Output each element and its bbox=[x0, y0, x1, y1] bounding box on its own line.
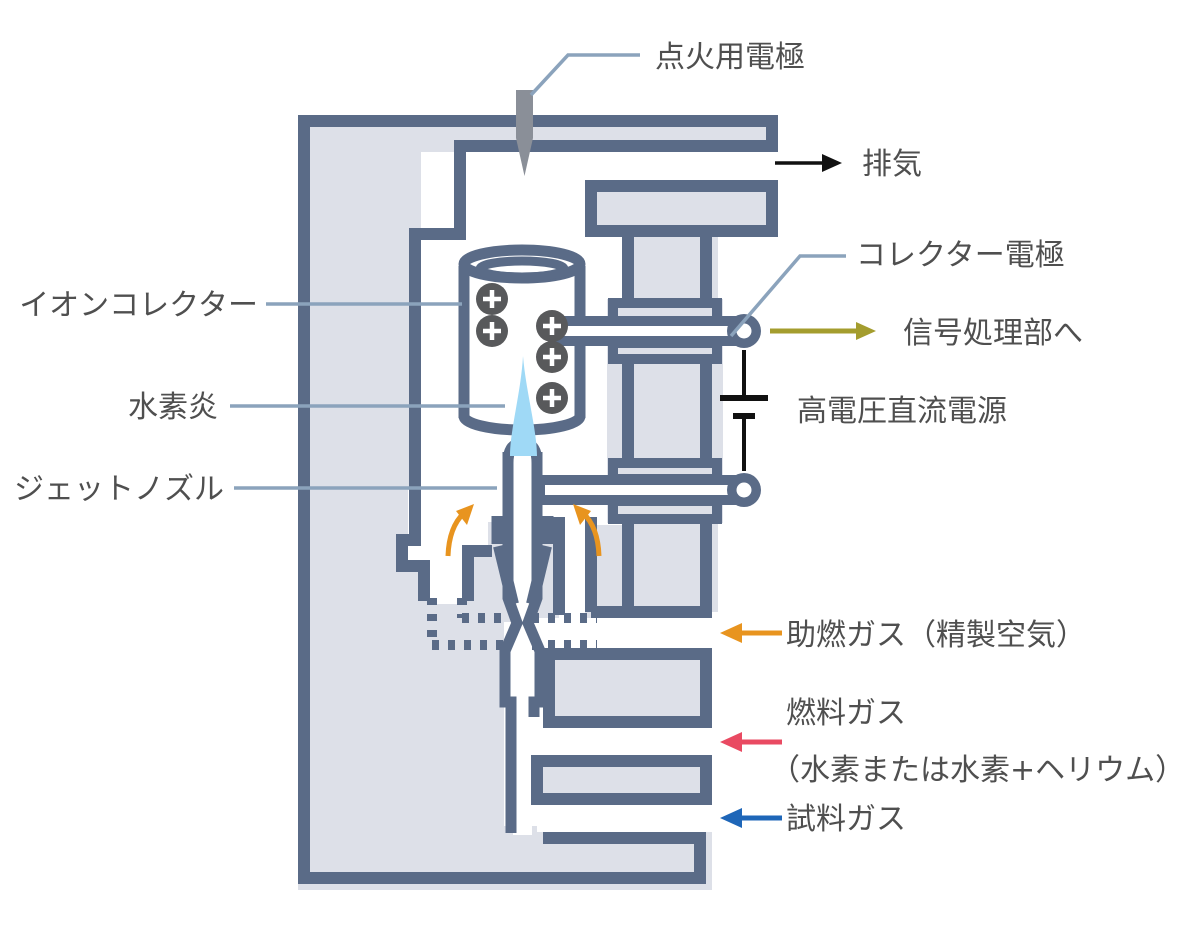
exhaust-arrow bbox=[775, 154, 842, 172]
ignition-electrode bbox=[516, 90, 533, 176]
ion-circle bbox=[476, 315, 508, 347]
label-hv-dc-power: 高電圧直流電源 bbox=[797, 394, 1007, 429]
air-inlet-arrow bbox=[720, 623, 782, 643]
collector-electrode-lower bbox=[535, 473, 761, 507]
hydrogen-flame bbox=[510, 356, 537, 456]
label-sample-gas: 試料ガス bbox=[786, 802, 906, 837]
detector-walls bbox=[298, 115, 778, 884]
label-air-gas: 助燃ガス（精製空気） bbox=[786, 618, 1086, 653]
battery-symbol bbox=[720, 350, 768, 471]
ion-plus-circles bbox=[476, 283, 568, 414]
fuel-inlet-arrow bbox=[720, 732, 782, 752]
label-fuel-gas: 燃料ガス bbox=[786, 696, 906, 731]
leader-ignition-electrode bbox=[529, 53, 640, 97]
label-jet-nozzle: ジェットノズル bbox=[14, 472, 224, 507]
collector-electrode-upper bbox=[553, 314, 761, 348]
label-exhaust: 排気 bbox=[862, 147, 922, 182]
hidden-passage-dashed-lines bbox=[427, 598, 597, 650]
label-ion-collector: イオンコレクター bbox=[19, 288, 258, 323]
sample-inlet-arrow bbox=[720, 808, 782, 828]
signal-arrow bbox=[770, 322, 876, 340]
labels: 点火用電極 排気 コレクター電極 信号処理部へ 高電圧直流電源 イオンコレクター… bbox=[14, 40, 1185, 837]
label-fuel-gas-detail: （水素または水素+ヘリウム） bbox=[770, 753, 1185, 788]
label-to-signal-processor: 信号処理部へ bbox=[903, 316, 1083, 351]
ion-circle bbox=[536, 382, 568, 414]
ion-circle bbox=[476, 283, 508, 315]
label-ignition-electrode: 点火用電極 bbox=[655, 40, 805, 75]
air-flow-curved-arrows bbox=[445, 504, 602, 557]
ion-circle bbox=[536, 310, 568, 342]
leader-lines bbox=[230, 53, 846, 490]
label-collector-electrode: コレクター電極 bbox=[856, 238, 1065, 273]
ion-circle bbox=[536, 341, 568, 373]
leader-collector-electrode bbox=[729, 254, 846, 338]
label-hydrogen-flame: 水素炎 bbox=[128, 390, 218, 425]
